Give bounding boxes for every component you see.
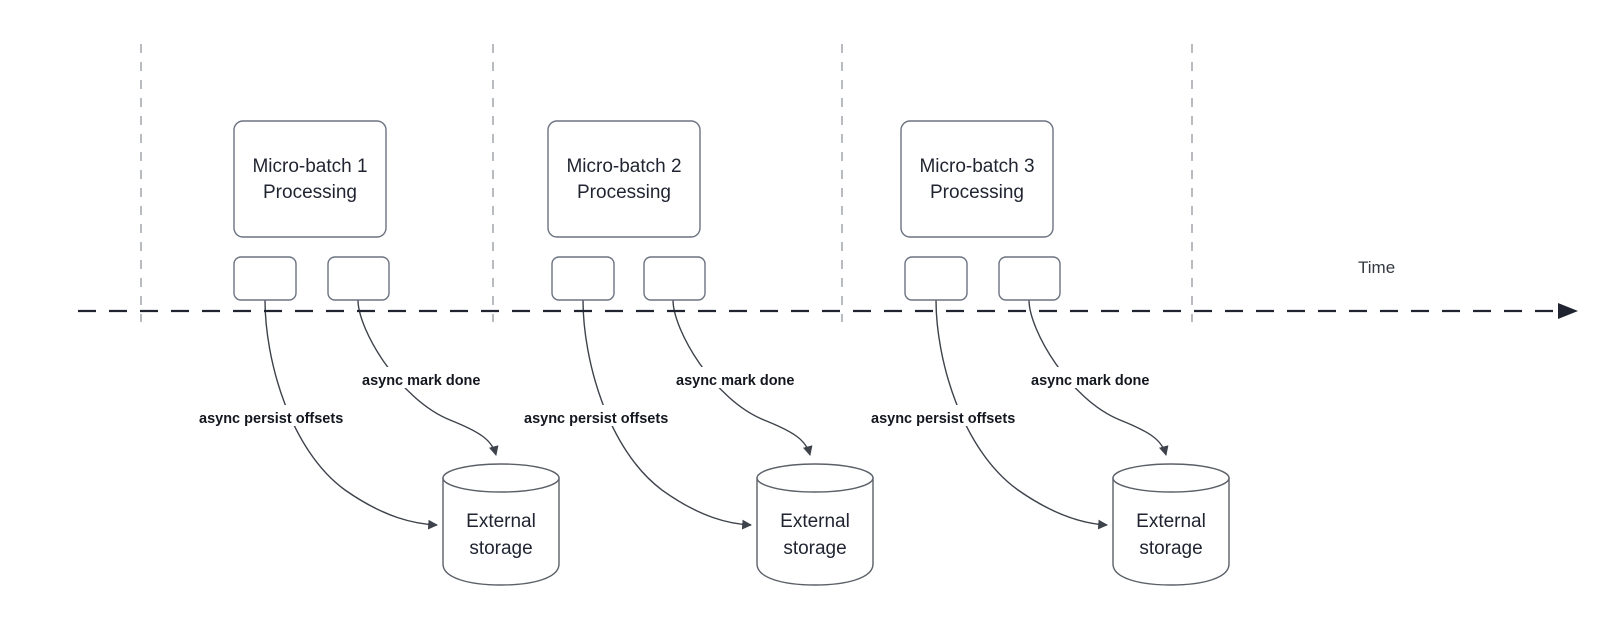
edge-label-markdone-2-bg — [673, 367, 816, 388]
edge-label-markdone-3-bg — [1028, 367, 1171, 388]
storage-cylinder-3-body — [1112, 477, 1230, 586]
group-3: Micro-batch 3 Processing External storag… — [868, 120, 1230, 586]
edge-label-persist-2: async persist offsets — [524, 411, 668, 427]
storage-cylinder-2[interactable]: External storage — [756, 463, 874, 586]
process-box-3[interactable] — [900, 120, 1054, 238]
process-box-3-line2: Processing — [930, 182, 1024, 203]
group-2: Micro-batch 2 Processing External storag… — [521, 120, 874, 586]
storage-cylinder-3-line1: External — [1136, 511, 1206, 532]
process-box-1[interactable] — [233, 120, 387, 238]
process-box-1-line1: Micro-batch 1 — [252, 156, 367, 177]
connector-task-1a-to-storage-1 — [264, 299, 438, 530]
connector-task-3a-to-storage-3 — [935, 299, 1108, 530]
task-box-1a[interactable] — [233, 256, 297, 301]
task-box-2b[interactable] — [643, 256, 706, 301]
edge-label-persist-3: async persist offsets — [871, 411, 1015, 427]
storage-cylinder-3-line2: storage — [1139, 538, 1202, 559]
connector-task-3b-to-storage-3 — [1028, 299, 1169, 456]
connector-task-1b-to-storage-1 — [357, 299, 499, 456]
storage-cylinder-1-body — [442, 477, 560, 586]
storage-cylinder-2-top — [756, 463, 874, 493]
task-box-1b[interactable] — [327, 256, 390, 301]
process-box-2-line2: Processing — [577, 182, 671, 203]
task-box-3a[interactable] — [904, 256, 968, 301]
edge-label-persist-1: async persist offsets — [199, 411, 343, 427]
storage-cylinder-1-top — [442, 463, 560, 493]
connector-task-2a-to-storage-2 — [582, 299, 752, 530]
connector-task-2b-to-storage-2 — [672, 299, 813, 456]
time-axis: Time — [78, 258, 1578, 319]
edge-label-persist-3-bg — [868, 405, 1046, 426]
storage-cylinder-2-line2: storage — [783, 538, 846, 559]
task-box-2a[interactable] — [551, 256, 615, 301]
process-box-3-line1: Micro-batch 3 — [919, 156, 1034, 177]
storage-cylinder-1-line2: storage — [469, 538, 532, 559]
process-box-2-line1: Micro-batch 2 — [566, 156, 681, 177]
time-axis-arrowhead — [1558, 303, 1578, 319]
edge-label-markdone-1-bg — [359, 367, 502, 388]
process-box-2[interactable] — [547, 120, 701, 238]
time-axis-label: Time — [1358, 258, 1395, 277]
edge-label-markdone-2: async mark done — [676, 373, 794, 389]
edge-label-persist-2-bg — [521, 405, 699, 426]
edge-label-markdone-1: async mark done — [362, 373, 480, 389]
edge-label-persist-1-bg — [196, 405, 374, 426]
process-box-1-line2: Processing — [263, 182, 357, 203]
edge-label-markdone-3: async mark done — [1031, 373, 1149, 389]
storage-cylinder-2-line1: External — [780, 511, 850, 532]
storage-cylinder-3-top — [1112, 463, 1230, 493]
storage-cylinder-1[interactable]: External storage — [442, 463, 560, 586]
storage-cylinder-3[interactable]: External storage — [1112, 463, 1230, 586]
group-1: Micro-batch 1 Processing External storag… — [196, 120, 560, 586]
storage-cylinder-2-body — [756, 477, 874, 586]
storage-cylinder-1-line1: External — [466, 511, 536, 532]
task-box-3b[interactable] — [998, 256, 1061, 301]
